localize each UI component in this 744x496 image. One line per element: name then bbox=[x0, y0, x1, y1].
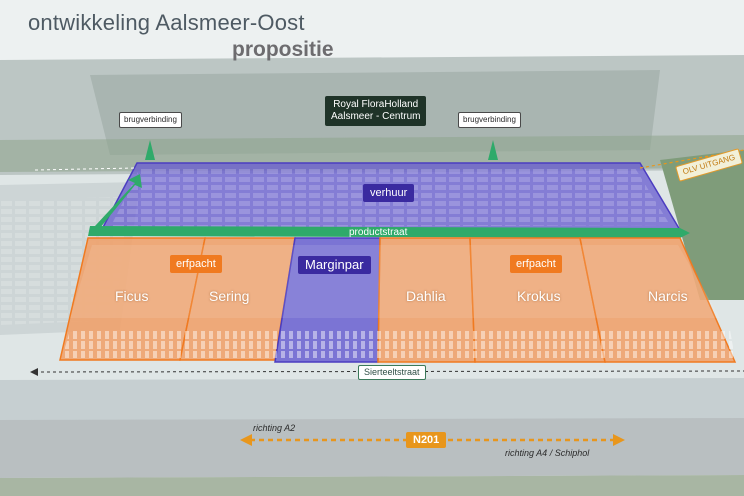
sierteelt-arrowhead bbox=[30, 368, 38, 376]
green-arrow-left bbox=[95, 174, 142, 228]
productstraat-arrow bbox=[88, 226, 690, 238]
n201-arrow-left bbox=[240, 434, 252, 446]
page-title: ontwikkeling Aalsmeer-Oost bbox=[28, 10, 305, 35]
brug-arrow-right bbox=[488, 140, 498, 160]
truck-docks bbox=[62, 330, 735, 358]
plot-label-ficus: Ficus bbox=[115, 288, 149, 304]
plot-label-dahlia: Dahlia bbox=[406, 288, 446, 304]
n201-label: N201 bbox=[406, 432, 447, 448]
right-field bbox=[660, 150, 744, 300]
verhuur-tag: verhuur bbox=[363, 184, 415, 202]
page-subtitle: propositie bbox=[232, 38, 334, 61]
erfpacht-right-tag: erfpacht bbox=[510, 255, 562, 273]
plot-label-marginpar: Marginpar bbox=[298, 256, 371, 274]
sierteeltstraat-label: Sierteeltstraat bbox=[358, 365, 426, 380]
brug-arrow-left bbox=[145, 140, 155, 160]
royal-line1: Royal FloraHolland bbox=[333, 99, 419, 110]
richting-a4-label: richting A4 / Schiphol bbox=[505, 448, 590, 458]
buildings-shade bbox=[70, 245, 720, 318]
royal-line2: Aalsmeer - Centrum bbox=[331, 111, 421, 122]
highway-band bbox=[0, 418, 744, 478]
productstraat-label: productstraat bbox=[349, 227, 408, 238]
n201-arrow-right bbox=[613, 434, 625, 446]
brugverbinding-right-label: brugverbinding bbox=[458, 112, 521, 128]
water-canal bbox=[0, 378, 744, 422]
top-road-line bbox=[34, 167, 136, 171]
plot-label-narcis: Narcis bbox=[648, 288, 688, 304]
richting-a2-label: richting A2 bbox=[253, 423, 296, 433]
erfpacht-left-tag: erfpacht bbox=[170, 255, 222, 273]
plot-label-sering: Sering bbox=[209, 288, 250, 304]
bottom-fields bbox=[0, 475, 744, 496]
royal-floraholland-label: Royal FloraHolland Aalsmeer - Centrum bbox=[325, 96, 427, 126]
brugverbinding-left-label: brugverbinding bbox=[119, 112, 182, 128]
plot-label-krokus: Krokus bbox=[517, 288, 561, 304]
